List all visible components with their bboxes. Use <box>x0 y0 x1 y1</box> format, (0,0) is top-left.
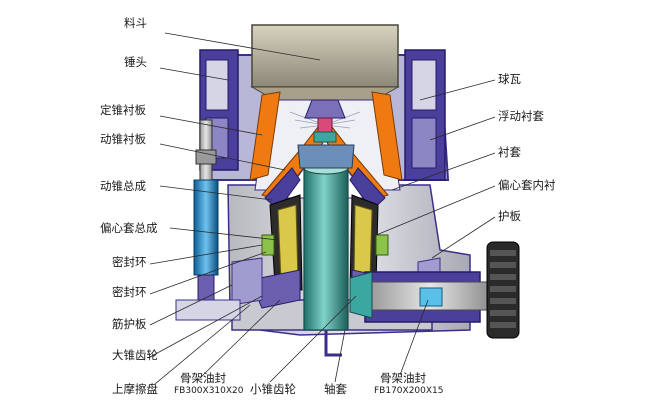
label-small-bevel-gear: 小锥齿轮 <box>250 382 296 396</box>
label-eccentric-sleeve-assembly: 偏心套总成 <box>100 221 158 235</box>
label-hammer-head: 锤头 <box>124 55 147 69</box>
label-moving-cone-liner: 动锥衬板 <box>100 132 146 146</box>
label-skeleton-oil-seal-1-spec: FB300X310X20 <box>174 386 244 396</box>
label-shaft-sleeve: 轴套 <box>324 382 347 396</box>
label-floating-liner-sleeve: 浮动衬套 <box>498 109 544 123</box>
label-hopper: 料斗 <box>124 16 147 30</box>
drive-pulley <box>486 241 520 339</box>
leader-lines <box>149 32 496 385</box>
label-skeleton-oil-seal-1: 骨架油封 <box>180 371 226 385</box>
label-fixed-cone-liner: 定锥衬板 <box>100 103 146 117</box>
label-liner-sleeve: 衬套 <box>498 145 521 159</box>
label-large-bevel-gear: 大锥齿轮 <box>112 348 158 362</box>
seal-ring <box>261 234 275 256</box>
label-upper-friction-disc: 上摩擦盘 <box>112 382 158 396</box>
fixed-cone-liner <box>249 91 281 181</box>
small-bevel-gear <box>349 271 373 319</box>
label-rib-guard-plate: 筋护板 <box>112 317 147 331</box>
hammer-head <box>304 99 346 119</box>
rib-guard-plate <box>231 257 263 306</box>
label-moving-cone-assembly: 动锥总成 <box>100 179 146 193</box>
hydraulic-cylinder <box>193 119 219 311</box>
label-guard-plate: 护板 <box>498 209 521 223</box>
hopper <box>251 24 399 88</box>
label-skeleton-oil-seal-2: 骨架油封 <box>380 371 426 385</box>
label-seal-ring-2: 密封环 <box>112 285 147 299</box>
label-skeleton-oil-seal-2-spec: FB170X200X15 <box>374 386 444 396</box>
label-ball-bearing: 球瓦 <box>498 72 521 86</box>
main-shaft <box>303 167 349 331</box>
label-eccentric-inner-liner: 偏心套内衬 <box>498 178 556 192</box>
label-seal-ring-1: 密封环 <box>112 255 147 269</box>
